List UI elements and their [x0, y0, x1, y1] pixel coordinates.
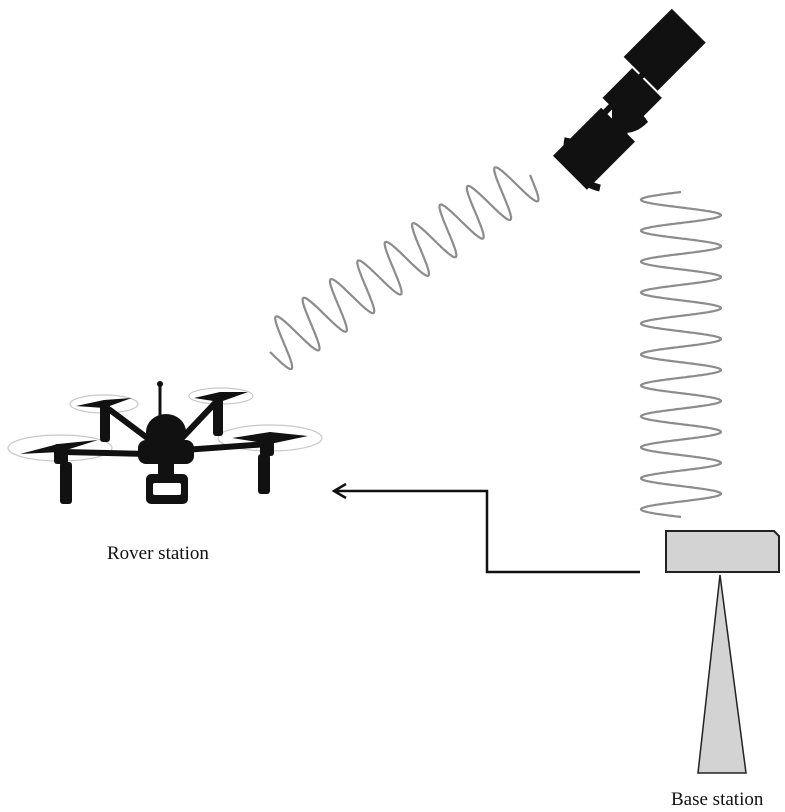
rover-station-label: Rover station	[107, 543, 209, 564]
wifi-signal-icon	[563, 135, 611, 192]
satellite-icon	[552, 8, 706, 190]
signal-wave-satellite-to-base	[639, 190, 723, 519]
signal-wave-satellite-to-rover	[269, 166, 540, 371]
base-station-label: Base station	[671, 789, 764, 810]
correction-link-arrow	[331, 482, 640, 574]
drone-icon	[7, 381, 323, 504]
base-station-icon	[665, 530, 780, 774]
